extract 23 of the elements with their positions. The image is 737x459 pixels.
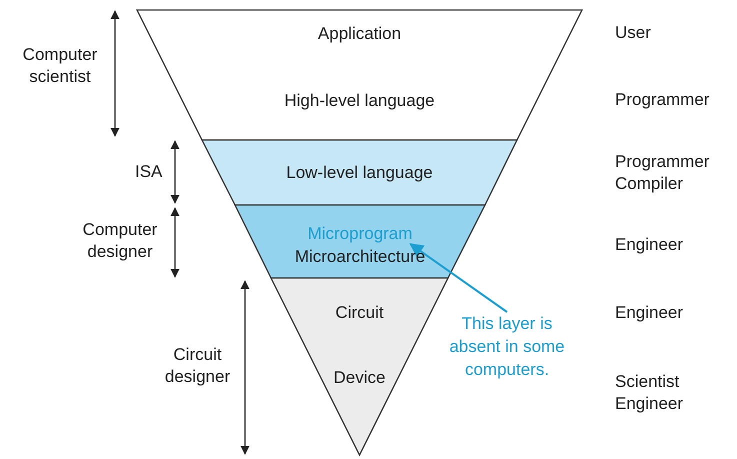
role-label: ISA bbox=[135, 161, 162, 183]
role-label: Scientist Engineer bbox=[615, 371, 684, 415]
layer-band bbox=[202, 140, 517, 205]
role-label: Programmer bbox=[615, 89, 710, 111]
layer-label: Circuit bbox=[335, 302, 384, 323]
arrow bbox=[409, 243, 508, 313]
role-label: User bbox=[615, 22, 651, 44]
layer-label: Application bbox=[318, 23, 402, 44]
layer-triangle bbox=[271, 278, 448, 455]
role-label: Circuit designer bbox=[164, 344, 232, 388]
role-label: Computer designer bbox=[82, 219, 158, 263]
role-label: Programmer Compiler bbox=[615, 151, 710, 195]
role-label: Engineer bbox=[615, 234, 684, 256]
layer-band bbox=[235, 205, 485, 278]
role-label: Engineer bbox=[615, 302, 684, 324]
layer-band bbox=[137, 10, 582, 140]
layer-label: Microprogram bbox=[308, 223, 412, 244]
layer-label: High-level language bbox=[284, 90, 435, 111]
layer-label: Device bbox=[334, 367, 386, 388]
layer-label: Low-level language bbox=[286, 162, 433, 183]
role-label: Computer scientist bbox=[22, 44, 98, 88]
callout-note: This layer is absent in some computers. bbox=[437, 312, 577, 381]
layer-label: Microarchitecture bbox=[294, 246, 426, 267]
